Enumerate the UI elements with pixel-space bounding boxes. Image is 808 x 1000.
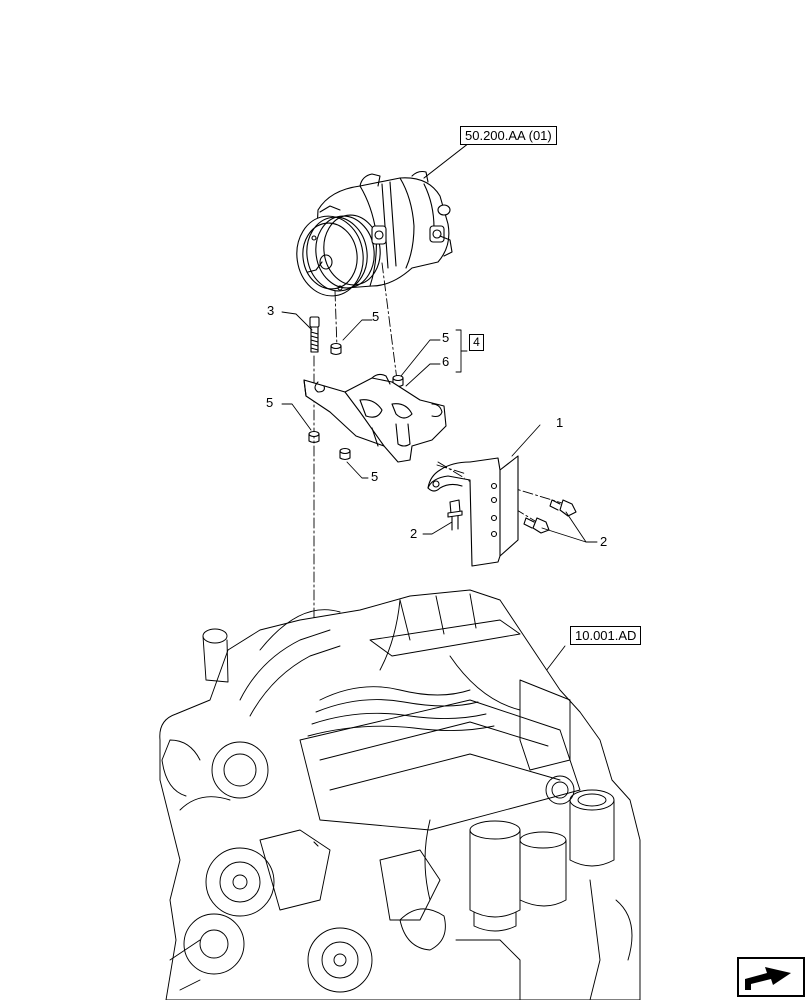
ac-compressor (296, 170, 453, 297)
engine-assembly (159, 589, 641, 1000)
bushing-left (308, 430, 320, 444)
next-page-arrow-icon[interactable] (737, 957, 805, 997)
flange-bolt-right-upper (549, 499, 577, 517)
bushing-upper (330, 342, 342, 356)
engine-reference-label[interactable]: 10.001.AD (570, 626, 642, 645)
callout-bolt-left: 2 (410, 526, 418, 541)
compressor-mounting-bracket (303, 373, 447, 463)
kit-label: 4 (469, 334, 484, 351)
bushing-kit (392, 374, 404, 388)
vertical-bracket (427, 455, 519, 567)
bushing-lower (339, 447, 351, 461)
compressor-reference-label[interactable]: 50.200.AA (01) (460, 126, 557, 145)
leader-compressor-ref (423, 142, 470, 179)
callout-screw: 3 (267, 303, 275, 318)
callout-bushing-bottom: 5 (371, 469, 379, 484)
flange-bolt-left (447, 499, 463, 531)
callout-bushing-left: 5 (266, 395, 274, 410)
callout-bracket: 1 (556, 415, 564, 430)
flange-bolt-right-lower (523, 517, 550, 534)
callout-spacer-kit: 6 (442, 354, 450, 369)
cap-screw (309, 316, 320, 353)
callout-bushing-top: 5 (372, 309, 380, 324)
callout-bushing-kit: 5 (442, 330, 450, 345)
callout-bolt-right: 2 (600, 534, 608, 549)
guide-end (313, 841, 319, 847)
